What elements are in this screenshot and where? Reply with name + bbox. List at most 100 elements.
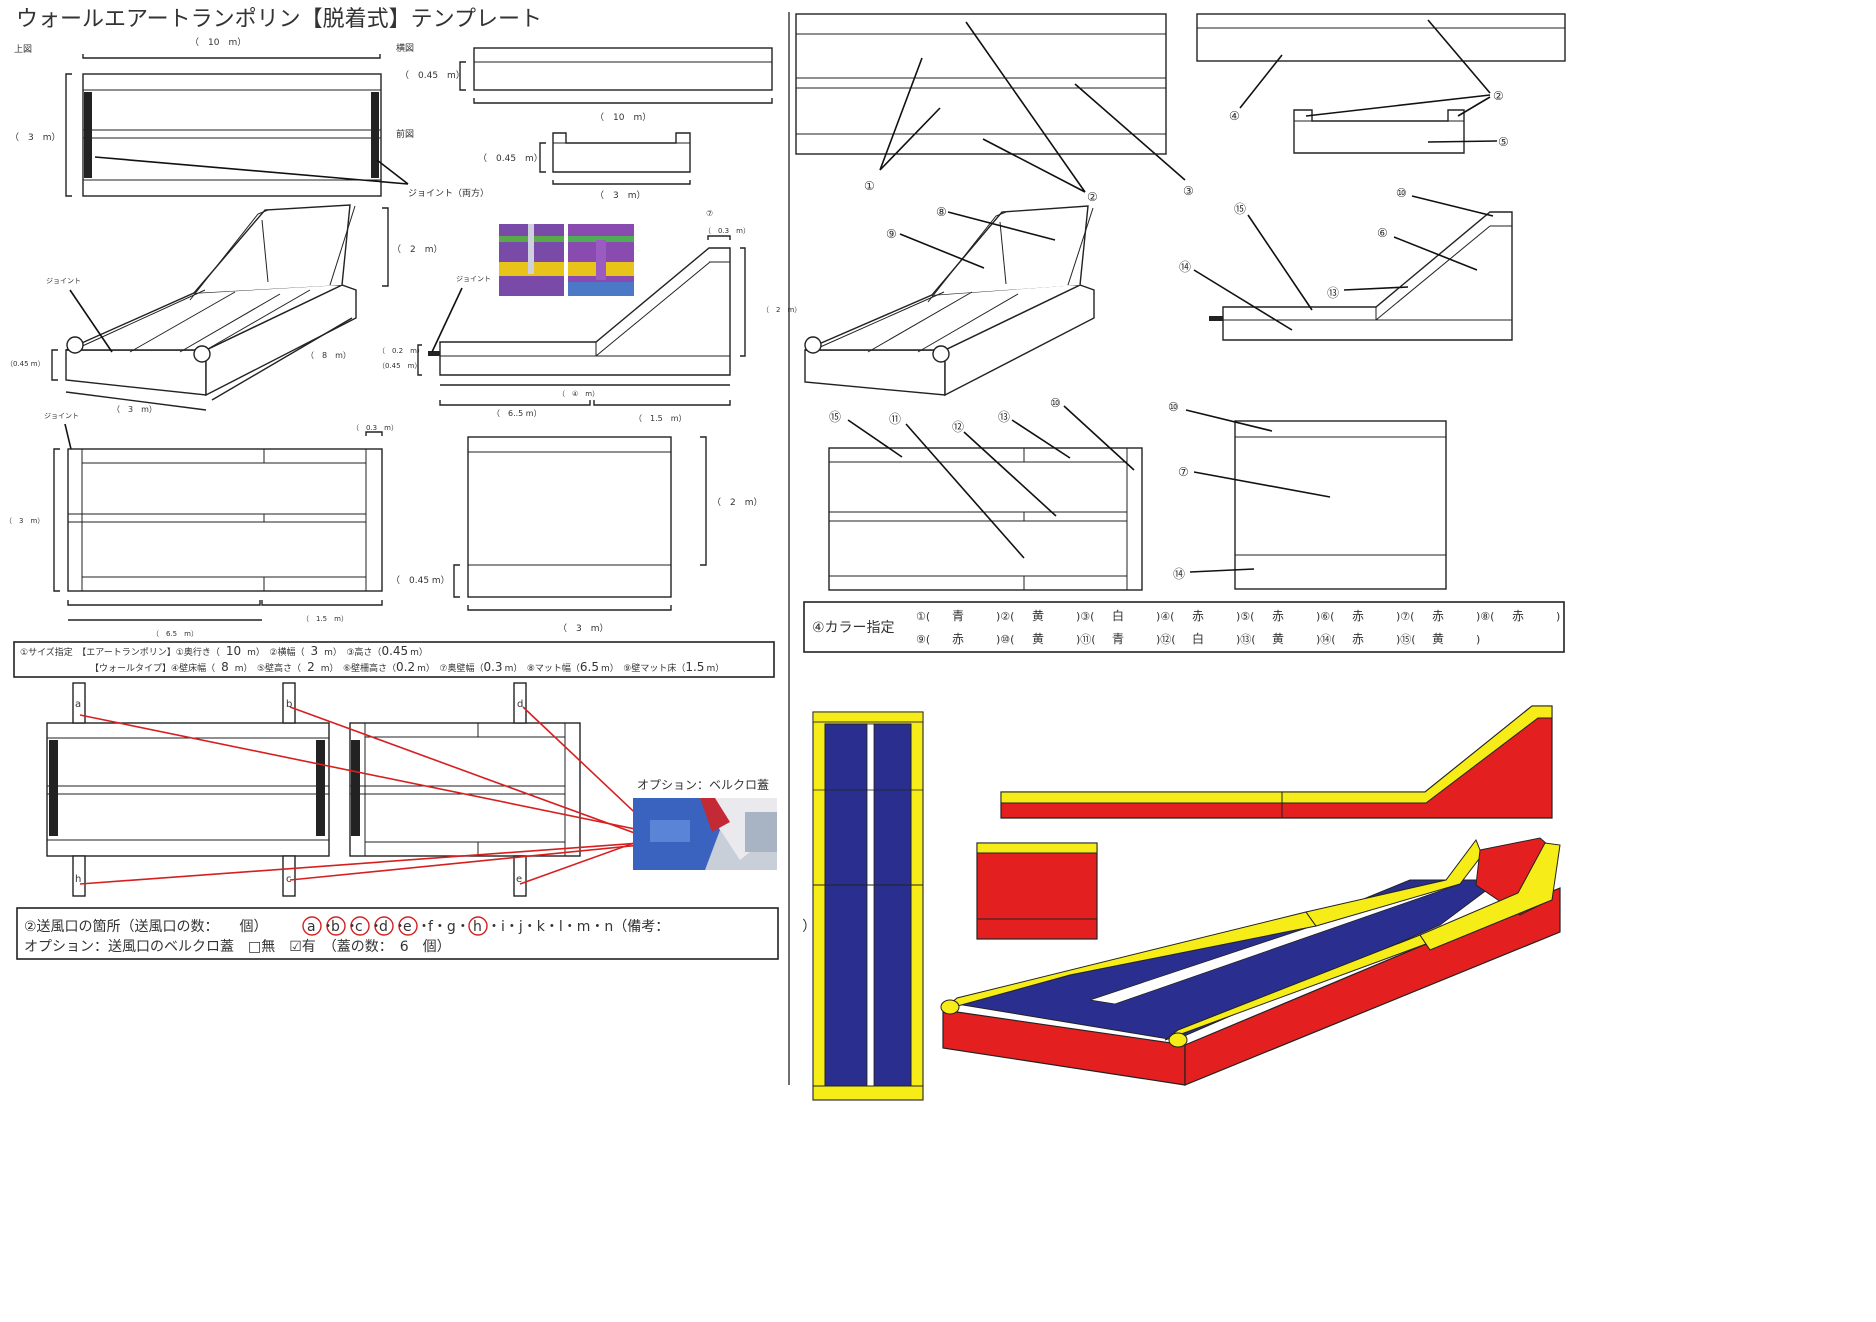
wall-profile: ⑦ （ 0.3 m） ジョイント （ 2 m） （ 0.2 m） （0.45 m… xyxy=(378,209,801,423)
parts-perspective: ⑧ ⑨ xyxy=(804,205,1095,397)
front-view: 前図 （ 0.45 m） （ 3 m） xyxy=(396,128,691,201)
template-sheet: ウォールエアートランポリン【脱着式】テンプレート 上図 （ 10 m） （ 3 … xyxy=(5,7,1566,1101)
front-view-label: 前図 xyxy=(396,128,414,140)
top-view: 上図 （ 10 m） （ 3 m） ジョイント（両方） xyxy=(10,37,489,199)
color-spec-part-number: )⑥( xyxy=(1316,610,1334,623)
vent-label-h: h xyxy=(75,874,81,885)
dim-persp-width: （ 3 m） xyxy=(112,405,157,414)
dim-persp-length: （ 8 m） xyxy=(306,351,351,360)
part-num-10c: ⑩ xyxy=(1168,400,1179,414)
page-title: ウォールエアートランポリン【脱着式】テンプレート xyxy=(16,7,542,32)
part-num-15: ⑮ xyxy=(1234,202,1246,216)
color-spec-color-value: 青 xyxy=(952,609,964,623)
color-spec-row1: ①(青)②(黄)③(白)④(赤)⑤(赤)⑥(赤)⑦(赤)⑧(赤) xyxy=(916,608,1560,623)
color-spec-color-value: 白 xyxy=(1112,608,1124,623)
vent-spec-line1: ②送風口の箇所（送風口の数： 個） xyxy=(24,918,268,935)
part-num-3: ③ xyxy=(1183,184,1194,198)
part-num-4: ④ xyxy=(1229,109,1240,123)
dim-wall-height: （ 2 m） xyxy=(762,306,801,314)
color-spec-part-number: )④( xyxy=(1156,610,1174,623)
part-num-11: ⑪ xyxy=(889,412,901,426)
color-spec-part-number: )⑧( xyxy=(1476,610,1494,623)
vent-diagram: a b d h c e オプション：ベルクロ蓋 xyxy=(46,682,777,897)
joint-bar-left xyxy=(84,92,92,178)
part-num-14b: ⑭ xyxy=(1173,567,1185,581)
color-spec-color-value: 黄 xyxy=(1032,609,1044,623)
part-num-10: ⑩ xyxy=(1396,186,1407,200)
dim-front-width: （ 3 m） xyxy=(595,190,646,201)
part-num-14: ⑭ xyxy=(1179,260,1191,274)
color-spec-part-number: ①( xyxy=(916,610,930,623)
color-spec-color-value: 白 xyxy=(1192,631,1204,646)
color-spec-part-number: )⑦( xyxy=(1396,610,1414,623)
color-spec-box: ④カラー指定 ①(青)②(黄)③(白)④(赤)⑤(赤)⑥(赤)⑦(赤)⑧(赤) … xyxy=(803,601,1565,653)
color-top-view xyxy=(812,711,924,1101)
color-perspective xyxy=(940,837,1561,1086)
velcro-option-label: オプション：ベルクロ蓋 xyxy=(637,778,769,792)
part-num-7: ⑦ xyxy=(1178,465,1189,479)
color-spec-row2: ⑨(赤)⑩(黄)⑪(青)⑫(白)⑬(黄)⑭(赤)⑮(黄) xyxy=(916,631,1480,646)
svg-text:a・ b・ c・: a・ b・ c・ d・ e・ f・g・ h ・i・j・k・l・m・n（備考： ） xyxy=(307,919,816,935)
vent-label-c: c xyxy=(286,874,292,885)
color-spec-color-value: 赤 xyxy=(1352,609,1364,623)
vent-label-b: b xyxy=(286,699,292,710)
part-num-13b: ⑬ xyxy=(998,410,1010,424)
parts-top-view: ① ② ③ xyxy=(795,13,1194,204)
circled-7-label: ⑦ xyxy=(706,209,713,218)
color-spec-part-number: )⑤( xyxy=(1236,610,1254,623)
dim-side-height: （ 0.45 m） xyxy=(400,70,465,81)
parts-wall-plan: ⑮ ⑪ ⑫ ⑬ ⑩ xyxy=(828,396,1143,591)
part-num-9: ⑨ xyxy=(886,227,897,241)
part-num-8: ⑧ xyxy=(936,205,947,219)
color-spec-color-value: 赤 xyxy=(1512,609,1524,623)
part-num-2b: ② xyxy=(1493,89,1504,103)
dim-top-width: （ 3 m） xyxy=(10,132,61,143)
dim-wall-mat: （ 6..5 m） xyxy=(492,409,542,418)
part-num-13: ⑬ xyxy=(1327,286,1339,300)
color-spec-color-value: 赤 xyxy=(952,632,964,646)
color-spec-part-number: )⑮( xyxy=(1396,633,1416,646)
vent-spec-line2: オプション：送風口のベルクロ蓋 □無 ☑有 （蓋の数： 6 個） xyxy=(24,939,451,955)
vent-spec-box: ②送風口の箇所（送風口の数： 個） a・ b・ c・ d・ e・ f・g・ h … xyxy=(16,907,816,960)
color-back-wall xyxy=(976,842,1098,940)
dim-plan-mat: （ 6.5 m） xyxy=(152,630,198,638)
part-num-12: ⑫ xyxy=(952,420,964,434)
color-spec-part-number: )⑬( xyxy=(1236,633,1256,646)
color-side-view xyxy=(1000,705,1553,819)
color-spec-row-end: ) xyxy=(1476,633,1480,646)
color-spec-color-value: 黄 xyxy=(1032,632,1044,646)
dim-plan-back: （ 0.3 m） xyxy=(352,424,398,432)
part-num-10b: ⑩ xyxy=(1050,396,1061,410)
dim-wall-floor-h: （0.45 m） xyxy=(378,362,421,370)
dim-persp-wall-height: （ 2 m） xyxy=(392,244,443,255)
joint-bar-right xyxy=(371,92,379,178)
part-num-2: ② xyxy=(1087,190,1098,204)
dim-back-width: （ 3 m） xyxy=(558,623,609,634)
joint-both-label: ジョイント（両方） xyxy=(408,187,489,199)
parts-wall-profile: ⑩ ⑥ ⑮ ⑭ ⑬ xyxy=(1179,186,1513,341)
perspective-view: （ 2 m） ジョイント （0.45 m） （ 8 m） （ 3 m） xyxy=(6,204,443,414)
side-view-label: 横図 xyxy=(396,42,414,54)
vent-circled-letters: a・ b・ c・ d・ e・ f・g・ h ・i・j・k・l・m・n（備考： ） xyxy=(302,916,816,936)
dim-wall-floor-w: （ ④ m） xyxy=(558,390,599,398)
joint-label-plan: ジョイント xyxy=(44,412,79,420)
vent-label-d: d xyxy=(517,699,523,710)
back-wall-view: （ 2 m） （ 0.45 m） （ 3 m） xyxy=(391,436,763,634)
joint-photos xyxy=(499,224,634,296)
part-num-15b: ⑮ xyxy=(829,410,841,424)
color-spec-color-value: 黄 xyxy=(1272,632,1284,646)
color-spec-color-value: 青 xyxy=(1112,632,1124,646)
velcro-photo xyxy=(633,798,777,870)
dim-front-height: （ 0.45 m） xyxy=(478,153,543,164)
color-spec-part-number: )③( xyxy=(1076,610,1094,623)
dim-wall-mat-floor: （ 1.5 m） xyxy=(634,414,687,423)
wall-plan: ジョイント （ 0.3 m） （ 3 m） （ 1.5 m） （ 6.5 m） xyxy=(5,412,398,638)
color-spec-color-value: 赤 xyxy=(1352,632,1364,646)
joint-label-persp: ジョイント xyxy=(46,277,81,285)
dim-wall-back: （ 0.3 m） xyxy=(704,227,750,235)
dim-back-height: （ 2 m） xyxy=(712,497,763,508)
color-spec-part-number: )⑪( xyxy=(1076,633,1096,646)
